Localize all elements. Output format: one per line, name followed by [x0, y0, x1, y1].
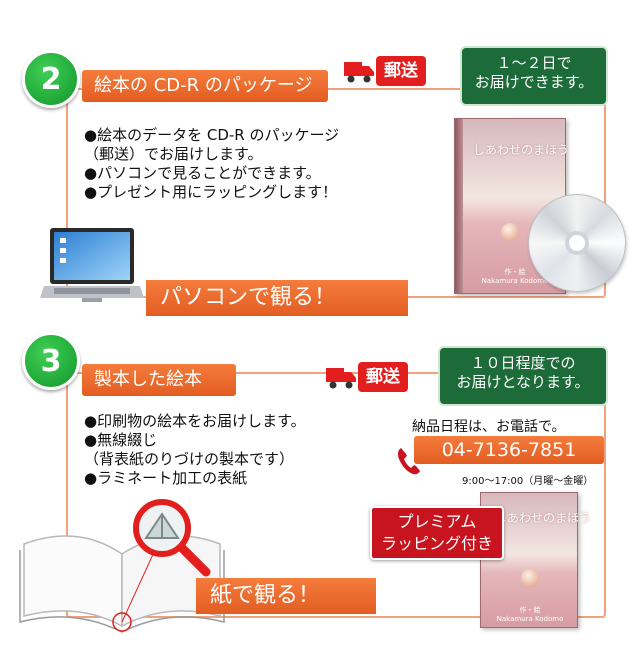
- premium-line2: ラッピング付き: [380, 534, 493, 553]
- magnifier-icon: [133, 499, 211, 577]
- section3-delivery-line1: １０日程度での: [470, 354, 576, 372]
- section3-title: 製本した絵本: [82, 364, 236, 396]
- section2-banner: パソコンで観る！: [146, 280, 408, 316]
- list-item: ●印刷物の絵本をお届けします。: [84, 412, 306, 430]
- premium-line1: プレミアム: [397, 512, 477, 531]
- section3-banner: 紙で観る！: [196, 578, 376, 614]
- cd-disc-hole: [565, 231, 589, 255]
- section3-delivery-line2: お届けとなります。: [456, 373, 590, 391]
- section2-delivery-line2: お届けできます。: [474, 73, 594, 91]
- section2-number-badge: 2: [22, 50, 80, 108]
- list-item: ●絵本のデータを CD-R のパッケージ: [84, 126, 340, 144]
- cd-package-cover-title: しあわせのまほう: [473, 143, 570, 157]
- section2-delivery-line1: １～２日で: [496, 54, 572, 72]
- section3-number-badge: 3: [22, 332, 80, 390]
- section2-delivery-box: １～２日で お届けできます。: [460, 46, 608, 106]
- cd-package-spine: [455, 119, 463, 293]
- section3-delivery-box: １０日程度での お届けとなります。: [438, 346, 608, 406]
- truck-icon: [344, 62, 374, 83]
- shell-icon: [501, 223, 519, 241]
- list-item: （背表紙のりづけの製本です）: [84, 450, 295, 468]
- list-item: （郵送）でお届けします。: [84, 145, 263, 163]
- section3-yuso-badge: 郵送: [358, 362, 408, 392]
- schedule-note: 納品日程は、お電話で。: [412, 419, 566, 435]
- phone-icon: [397, 448, 420, 475]
- shell-icon: [521, 569, 539, 587]
- truck-icon: [326, 368, 356, 389]
- book-cover-title: しあわせのまほう: [495, 511, 592, 525]
- list-item: ●ラミネート加工の表紙: [84, 469, 248, 487]
- list-item: ●無線綴じ: [84, 431, 158, 449]
- laptop-image: [40, 228, 144, 302]
- section3-bullets: ●印刷物の絵本をお届けします。 ●無線綴じ （背表紙のりづけの製本です） ●ラミ…: [84, 412, 306, 488]
- cd-disc-image: [528, 194, 626, 292]
- section2-title: 絵本の CD-R のパッケージ: [82, 70, 328, 102]
- business-hours: 9:00～17:00（月曜～金曜）: [462, 476, 594, 487]
- section2-yuso-badge: 郵送: [376, 56, 426, 86]
- phone-number[interactable]: 04-7136-7851: [414, 436, 604, 464]
- premium-wrapping-badge: プレミアム ラッピング付き: [370, 506, 504, 560]
- section2-bullets: ●絵本のデータを CD-R のパッケージ （郵送）でお届けします。 ●パソコンで…: [84, 126, 339, 202]
- list-item: ●パソコンで見ることができます。: [84, 164, 321, 182]
- list-item: ●プレゼント用にラッピングします！: [84, 183, 338, 201]
